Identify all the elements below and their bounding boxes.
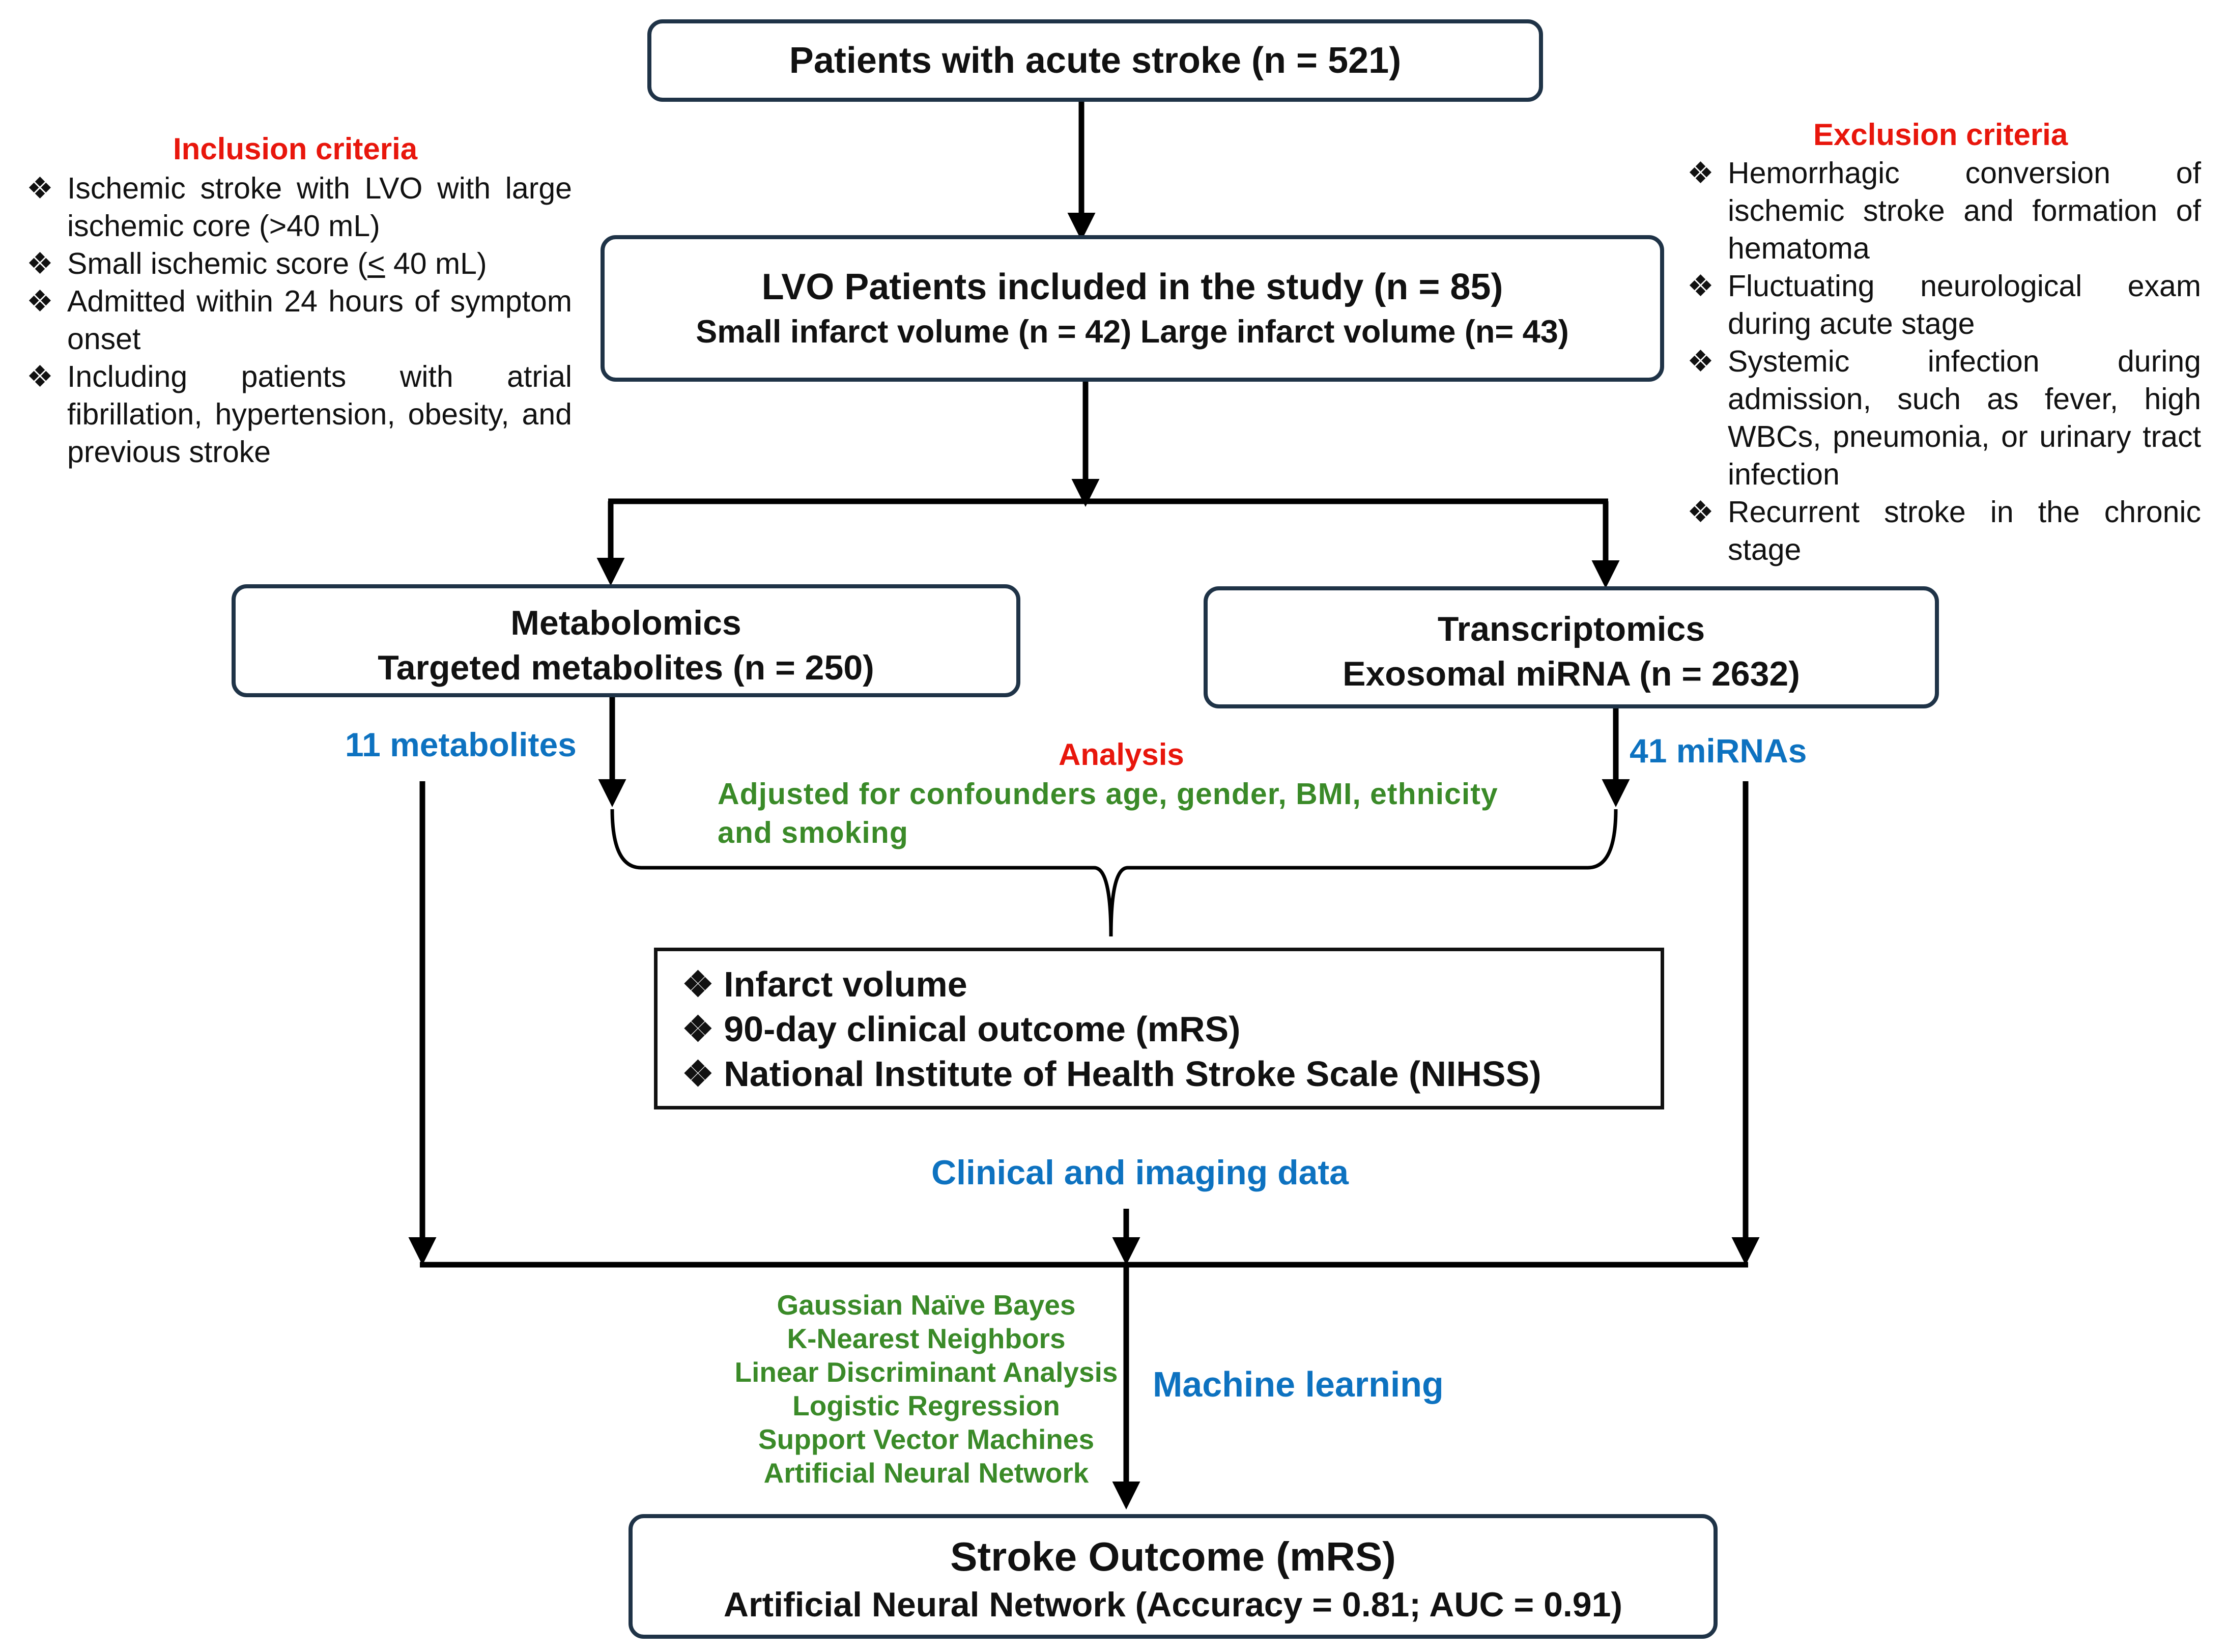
transcriptomics-title: Transcriptomics	[1437, 610, 1705, 648]
outcome-item: ❖ 90-day clinical outcome (mRS)	[682, 1009, 1241, 1049]
diamond-bullet-icon: ❖	[1687, 495, 1714, 529]
exclusion-item: ❖Hemorrhagic conversion of ischemic stro…	[1687, 154, 2201, 267]
stroke-outcome-box: Stroke Outcome (mRS) Artificial Neural N…	[629, 1514, 1718, 1639]
clinical-imaging-label: Clinical and imaging data	[931, 1153, 1349, 1192]
diamond-bullet-icon: ❖	[26, 172, 53, 205]
metabolites-count-label: 11 metabolites	[345, 726, 577, 763]
ml-method-item: K-Nearest Neighbors	[787, 1323, 1066, 1354]
diamond-bullet-icon: ❖	[26, 247, 53, 280]
exclusion-list: ❖Hemorrhagic conversion of ischemic stro…	[1687, 154, 2201, 568]
diamond-bullet-icon: ❖	[26, 360, 53, 393]
lvo-subgroups: Small infarct volume (n = 42) Large infa…	[696, 314, 1569, 350]
ml-method-item: Artificial Neural Network	[763, 1457, 1089, 1489]
diamond-bullet-icon: ❖	[26, 284, 53, 318]
acute-stroke-title: Patients with acute stroke (n = 521)	[789, 40, 1402, 81]
acute-stroke-box: Patients with acute stroke (n = 521)	[647, 19, 1543, 102]
analysis-brace	[610, 809, 1618, 937]
exclusion-item: ❖Recurrent stroke in the chronic stage	[1687, 493, 2201, 568]
inclusion-item: ❖Admitted within 24 hours of symptom ons…	[26, 282, 572, 358]
diamond-bullet-icon: ❖	[1687, 156, 1714, 190]
exclusion-item: ❖Systemic infection during admission, su…	[1687, 343, 2201, 493]
ml-method-item: Support Vector Machines	[758, 1423, 1095, 1455]
outcome-item: ❖ National Institute of Health Stroke Sc…	[682, 1054, 1541, 1094]
outcome-item: ❖ Infarct volume	[682, 964, 967, 1004]
diamond-bullet-icon: ❖	[682, 1054, 714, 1094]
exclusion-title: Exclusion criteria	[1813, 118, 2068, 152]
diamond-bullet-icon: ❖	[1687, 345, 1714, 378]
analysis-label: Analysis	[1059, 737, 1184, 772]
outcomes-list: ❖ Infarct volume ❖ 90-day clinical outco…	[682, 962, 1541, 1096]
metabolomics-box: Metabolomics Targeted metabolites (n = 2…	[232, 584, 1020, 697]
lvo-title: LVO Patients included in the study (n = …	[761, 267, 1503, 307]
inclusion-title: Inclusion criteria	[173, 132, 418, 166]
diamond-bullet-icon: ❖	[1687, 269, 1714, 303]
diamond-bullet-icon: ❖	[682, 964, 714, 1004]
inclusion-item: ❖Ischemic stroke with LVO with large isc…	[26, 169, 572, 245]
ml-method-item: Logistic Regression	[792, 1390, 1060, 1421]
outcomes-box	[654, 948, 1664, 1109]
stroke-outcome-model: Artificial Neural Network (Accuracy = 0.…	[723, 1585, 1623, 1624]
mirnas-count-label: 41 miRNAs	[1630, 732, 1807, 770]
ml-method-item: Gaussian Naïve Bayes	[777, 1289, 1076, 1321]
transcriptomics-subtitle: Exosomal miRNA (n = 2632)	[1343, 654, 1800, 693]
diamond-bullet-icon: ❖	[682, 1009, 714, 1049]
lvo-patients-box: LVO Patients included in the study (n = …	[601, 235, 1664, 382]
ml-method-item: Linear Discriminant Analysis	[734, 1356, 1118, 1388]
metabolomics-title: Metabolomics	[510, 604, 741, 642]
machine-learning-label: Machine learning	[1153, 1364, 1444, 1404]
inclusion-list: ❖Ischemic stroke with LVO with large isc…	[26, 169, 572, 471]
metabolomics-subtitle: Targeted metabolites (n = 250)	[378, 648, 874, 687]
inclusion-item: ❖Small ischemic score (< 40 mL)	[26, 245, 572, 282]
exclusion-item: ❖Fluctuating neurological exam during ac…	[1687, 267, 2201, 343]
transcriptomics-box: Transcriptomics Exosomal miRNA (n = 2632…	[1204, 586, 1939, 708]
inclusion-item: ❖Including patients with atrial fibrilla…	[26, 358, 572, 471]
adjusted-confounders-label: Adjusted for confounders age, gender, BM…	[718, 777, 1498, 849]
stroke-outcome-title: Stroke Outcome (mRS)	[950, 1534, 1396, 1579]
